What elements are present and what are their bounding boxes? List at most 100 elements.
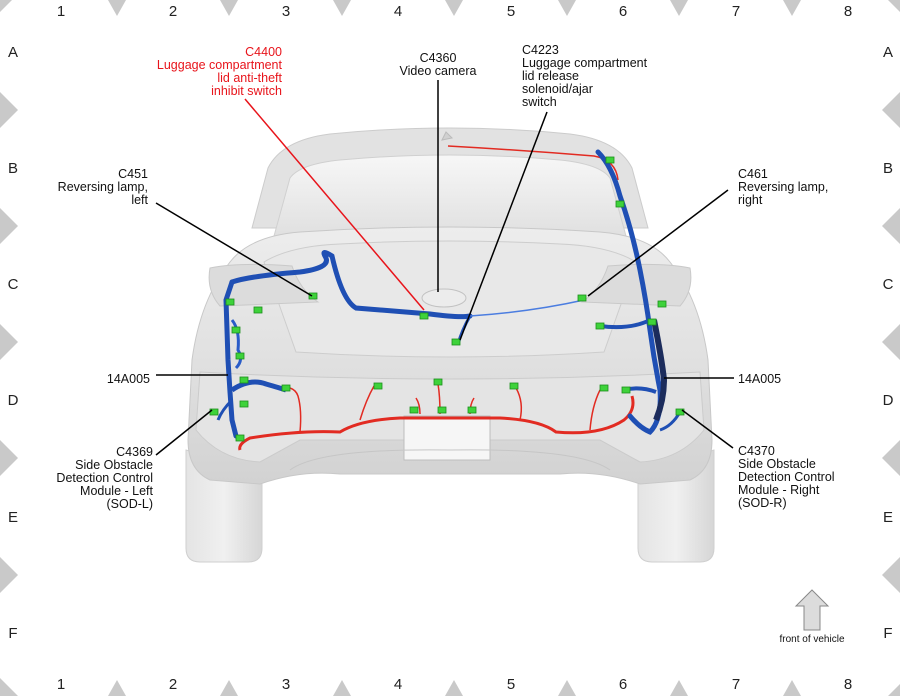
harness-right-main [595,149,663,435]
grid-column-label-8: 8 [844,3,852,20]
grid-column-label-8: 8 [844,676,852,693]
grid-tick [333,0,351,16]
connector-marker [433,378,443,386]
connector-marker [239,376,249,384]
grid-tick [0,92,18,128]
grid-tick [108,680,126,696]
grid-tick [0,324,18,360]
callout-c4370-line: Module - Right [738,483,820,497]
grid-tick [558,680,576,696]
callout-c451-line: Reversing lamp, [58,180,148,194]
connector-marker [409,406,419,414]
callout-harness-left-line: 14A005 [107,372,150,386]
grid-row-label-E: E [8,509,18,526]
callout-c451-line: C451 [118,167,148,181]
callout-c4223-line: switch [522,95,557,109]
callout-c461-line: right [738,193,763,207]
callout-c4370-line: C4370 [738,444,775,458]
callout-c4369-line: C4369 [116,445,153,459]
grid-column-label-1: 1 [57,3,65,20]
grid-row-label-C: C [883,276,894,293]
callout-harness-left: 14A005 [107,372,150,386]
leader-c4370 [681,409,734,449]
harness-left-main [229,250,473,320]
grid-tick [783,0,801,16]
grid-row-label-C: C [8,276,19,293]
connector-marker [451,338,461,346]
grid-column-label-7: 7 [732,3,740,20]
connector-marker [253,306,263,314]
front-of-vehicle-indicator: front of vehicle [779,589,845,645]
grid-tick [0,0,12,12]
grid-column-label-6: 6 [619,3,627,20]
grid-row-label-B: B [883,160,893,177]
callout-c4223-line: solenoid/ajar [522,82,593,96]
connector-marker [599,384,609,392]
grid-tick [882,557,900,593]
grid-tick [783,680,801,696]
leader-c451 [155,202,313,297]
connector-marker [657,300,667,308]
callout-c4370-line: Detection Control [738,470,835,484]
leader-c4369 [155,409,213,456]
callout-c4370-line: (SOD-R) [738,496,787,510]
grid-tick [0,678,18,696]
grid-tick [445,0,463,16]
connector-marker [577,294,587,302]
callout-c451-line: left [131,193,148,207]
callout-c4370-line: Side Obstacle [738,457,816,471]
grid-tick [882,324,900,360]
connector-marker [308,292,318,300]
callout-c4400-line: C4400 [245,45,282,59]
grid-row-label-A: A [883,44,893,61]
connector-marker [281,384,291,392]
connector-marker [437,406,447,414]
leader-lines [155,80,734,456]
grid-row-label-B: B [8,160,18,177]
callout-c4369-line: (SOD-L) [106,497,153,511]
grid-column-label-5: 5 [507,3,515,20]
grid-row-label-E: E [883,509,893,526]
callout-c4400-line: Luggage compartment [157,58,283,72]
grid-tick [670,680,688,696]
callout-c4400-line: inhibit switch [211,84,282,98]
callout-c4369-line: Side Obstacle [75,458,153,472]
grid-tick [220,680,238,696]
vehicle-rear-view [185,127,715,563]
callout-c4369-line: Module - Left [80,484,153,498]
connector-marker [235,434,245,442]
connector-marker [373,382,383,390]
connector-marker [419,312,429,320]
connector-marker [621,386,631,394]
grid-tick [108,0,126,16]
grid-column-label-3: 3 [282,3,290,20]
grid-row-label-D: D [8,392,19,409]
connector-marker [225,298,235,306]
grid-column-label-7: 7 [732,676,740,693]
callout-c461-line: Reversing lamp, [738,180,828,194]
grid-row-label-A: A [8,44,18,61]
grid-column-label-2: 2 [169,3,177,20]
callout-c4369-line: Detection Control [56,471,153,485]
grid-tick [220,0,238,16]
grid-row-label-F: F [8,625,17,642]
up-arrow-icon [794,589,830,631]
grid-tick [888,0,900,12]
callout-c4360-line: C4360 [420,51,457,65]
grid-tick [333,680,351,696]
grid-column-label-4: 4 [394,676,402,693]
grid-tick [888,684,900,696]
leader-c4400 [244,98,425,311]
connector-marker [615,200,625,208]
grid-tick [882,208,900,244]
connector-marker [231,326,241,334]
grid-tick [882,92,900,128]
